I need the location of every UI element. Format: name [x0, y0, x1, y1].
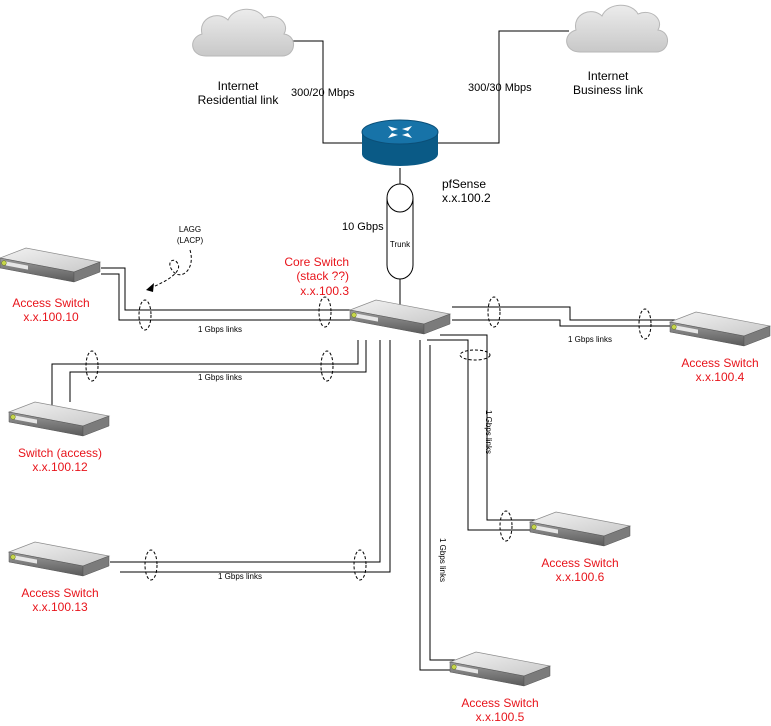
link-s12-label: 1 Gbps links — [198, 373, 242, 382]
cloud-residential-label: Internet — [218, 79, 259, 93]
trunk-label: Trunk — [390, 240, 411, 249]
link-core-to-s6 — [427, 334, 540, 542]
switch-s6-ip: x.x.100.6 — [556, 570, 605, 584]
uplink-lines — [285, 30, 569, 144]
link-s6-label: 1 Gbps links — [484, 410, 493, 454]
lagg-sublabel: (LACP) — [177, 236, 204, 245]
switch-s13-name: Access Switch — [21, 586, 98, 600]
cloud-business-label: Internet — [588, 69, 629, 83]
link-core-to-s13 — [110, 340, 391, 581]
residential-speed-label: 300/20 Mbps — [291, 87, 355, 99]
switch-s12-ip: x.x.100.12 — [32, 460, 88, 474]
router-ip: x.x.100.2 — [442, 191, 491, 205]
cloud-residential — [192, 8, 295, 57]
core-switch-note: (stack ??) — [296, 269, 349, 283]
switch-s5-icon — [449, 651, 551, 687]
core-switch-ip: x.x.100.3 — [300, 284, 349, 298]
business-speed-label: 300/30 Mbps — [468, 82, 532, 94]
switch-s6-name: Access Switch — [541, 556, 618, 570]
switch-s12-icon — [8, 401, 110, 437]
link-core-to-s12 — [51, 340, 367, 412]
link-core-to-s4 — [452, 296, 680, 340]
switch-s10-icon — [0, 247, 101, 283]
switch-s10-ip: x.x.100.10 — [23, 310, 79, 324]
router-icon — [361, 119, 439, 166]
trunk-cable — [386, 168, 414, 305]
switch-s12-name: Switch (access) — [18, 446, 102, 460]
switch-s13-icon — [8, 541, 110, 577]
cloud-business-sublabel: Business link — [573, 83, 644, 97]
switch-s6-icon — [529, 511, 631, 547]
link-s5-label: 1 Gbps links — [438, 538, 447, 582]
link-core-to-s5 — [419, 340, 460, 671]
trunk-speed-label: 10 Gbps — [342, 221, 384, 233]
core-switch-name: Core Switch — [284, 255, 349, 269]
switch-s5-name: Access Switch — [461, 696, 538, 710]
link-s10-label: 1 Gbps links — [198, 325, 242, 334]
link-core-to-s10 — [101, 267, 350, 331]
switch-s4-ip: x.x.100.4 — [696, 370, 745, 384]
switch-s13-ip: x.x.100.13 — [32, 600, 88, 614]
link-s13-label: 1 Gbps links — [218, 572, 262, 581]
switch-s4-name: Access Switch — [681, 356, 758, 370]
link-s4-label: 1 Gbps links — [568, 335, 612, 344]
router-name: pfSense — [442, 177, 486, 191]
switch-s10-name: Access Switch — [12, 296, 89, 310]
switch-core-icon — [349, 299, 451, 335]
switch-s4-icon — [669, 311, 771, 347]
lagg-pointer — [146, 249, 192, 292]
cloud-residential-sublabel: Residential link — [198, 93, 280, 107]
cloud-business — [566, 4, 669, 53]
switch-s5-ip: x.x.100.5 — [476, 710, 525, 724]
lagg-label: LAGG — [179, 225, 201, 234]
